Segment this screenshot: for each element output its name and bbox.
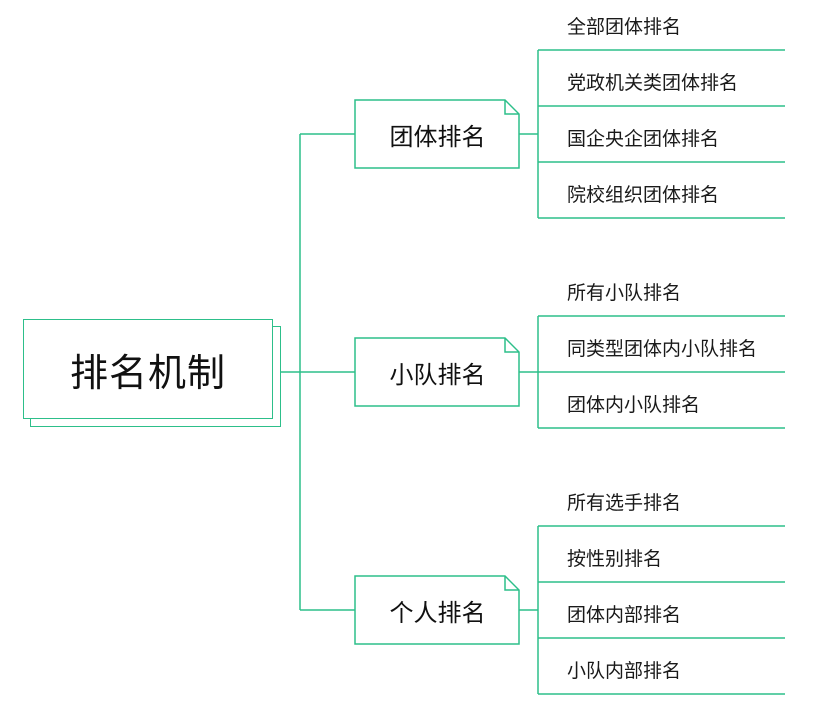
- leaf-item[interactable]: 所有小队排名: [567, 282, 682, 304]
- leaf-item[interactable]: 小队内部排名: [567, 660, 682, 682]
- group-label: 团体排名: [389, 122, 486, 151]
- leaf-item[interactable]: 同类型团体内小队排名: [567, 338, 758, 360]
- leaf-item[interactable]: 团体内部排名: [567, 604, 682, 626]
- leaf-item[interactable]: 院校组织团体排名: [567, 184, 720, 206]
- leaf-item[interactable]: 按性别排名: [567, 548, 663, 570]
- group-label: 个人排名: [389, 598, 486, 627]
- group-label: 小队排名: [389, 360, 486, 389]
- root-node[interactable]: 排名机制: [23, 319, 273, 419]
- leaf-item[interactable]: 所有选手排名: [567, 492, 682, 514]
- leaf-item[interactable]: 国企央企团体排名: [567, 128, 720, 150]
- group-node-squad[interactable]: 小队排名: [355, 338, 520, 406]
- root-label: 排名机制: [69, 350, 226, 395]
- group-node-team[interactable]: 团体排名: [355, 100, 520, 168]
- leaf-item[interactable]: 团体内小队排名: [567, 394, 701, 416]
- group-node-individual[interactable]: 个人排名: [355, 576, 520, 644]
- leaf-item[interactable]: 党政机关类团体排名: [567, 72, 739, 94]
- leaf-item[interactable]: 全部团体排名: [567, 16, 682, 38]
